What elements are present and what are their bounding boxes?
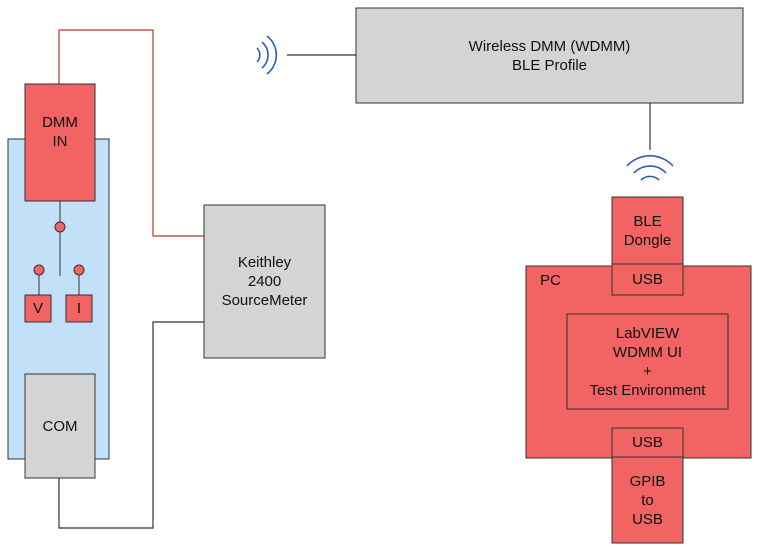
gpib-to-usb-block — [611, 456, 684, 544]
i-label: I — [76, 300, 82, 317]
dongle-wireless-icon — [626, 154, 674, 181]
ble-dongle-label: BLE Dongle — [623, 212, 672, 249]
labview-label: LabVIEW WDMM UI + Test Environment — [589, 324, 706, 399]
usb-bottom-label: USB — [632, 434, 663, 451]
ble-dongle-block — [611, 196, 684, 265]
pc-label: PC — [540, 271, 561, 289]
gpib-to-usb-label: GPIB to USB — [629, 472, 666, 528]
v-label: V — [32, 300, 43, 317]
i-block — [65, 294, 93, 323]
v-block — [24, 294, 52, 323]
usb-top-label: USB — [632, 271, 663, 288]
wire-dmm-in-to-keithley — [58, 29, 204, 237]
wire-com-to-keithley — [58, 321, 204, 529]
usb-top-block — [611, 263, 684, 296]
usb-bottom-block — [611, 427, 684, 458]
dmm-in-label: DMM IN — [42, 114, 78, 150]
switch-contact-i — [73, 264, 85, 276]
keithley-block — [203, 204, 326, 359]
switch-contact-v — [33, 264, 45, 276]
labview-block — [566, 313, 729, 410]
com-label: COM — [42, 417, 78, 435]
wireless-signal-icon — [256, 35, 278, 75]
keithley-label: Keithley 2400 SourceMeter — [221, 254, 308, 309]
switch-pivot — [54, 221, 66, 233]
wdmm-block — [355, 7, 744, 104]
com-block — [24, 373, 96, 479]
wdmm-label: Wireless DMM (WDMM) BLE Profile — [468, 37, 631, 74]
